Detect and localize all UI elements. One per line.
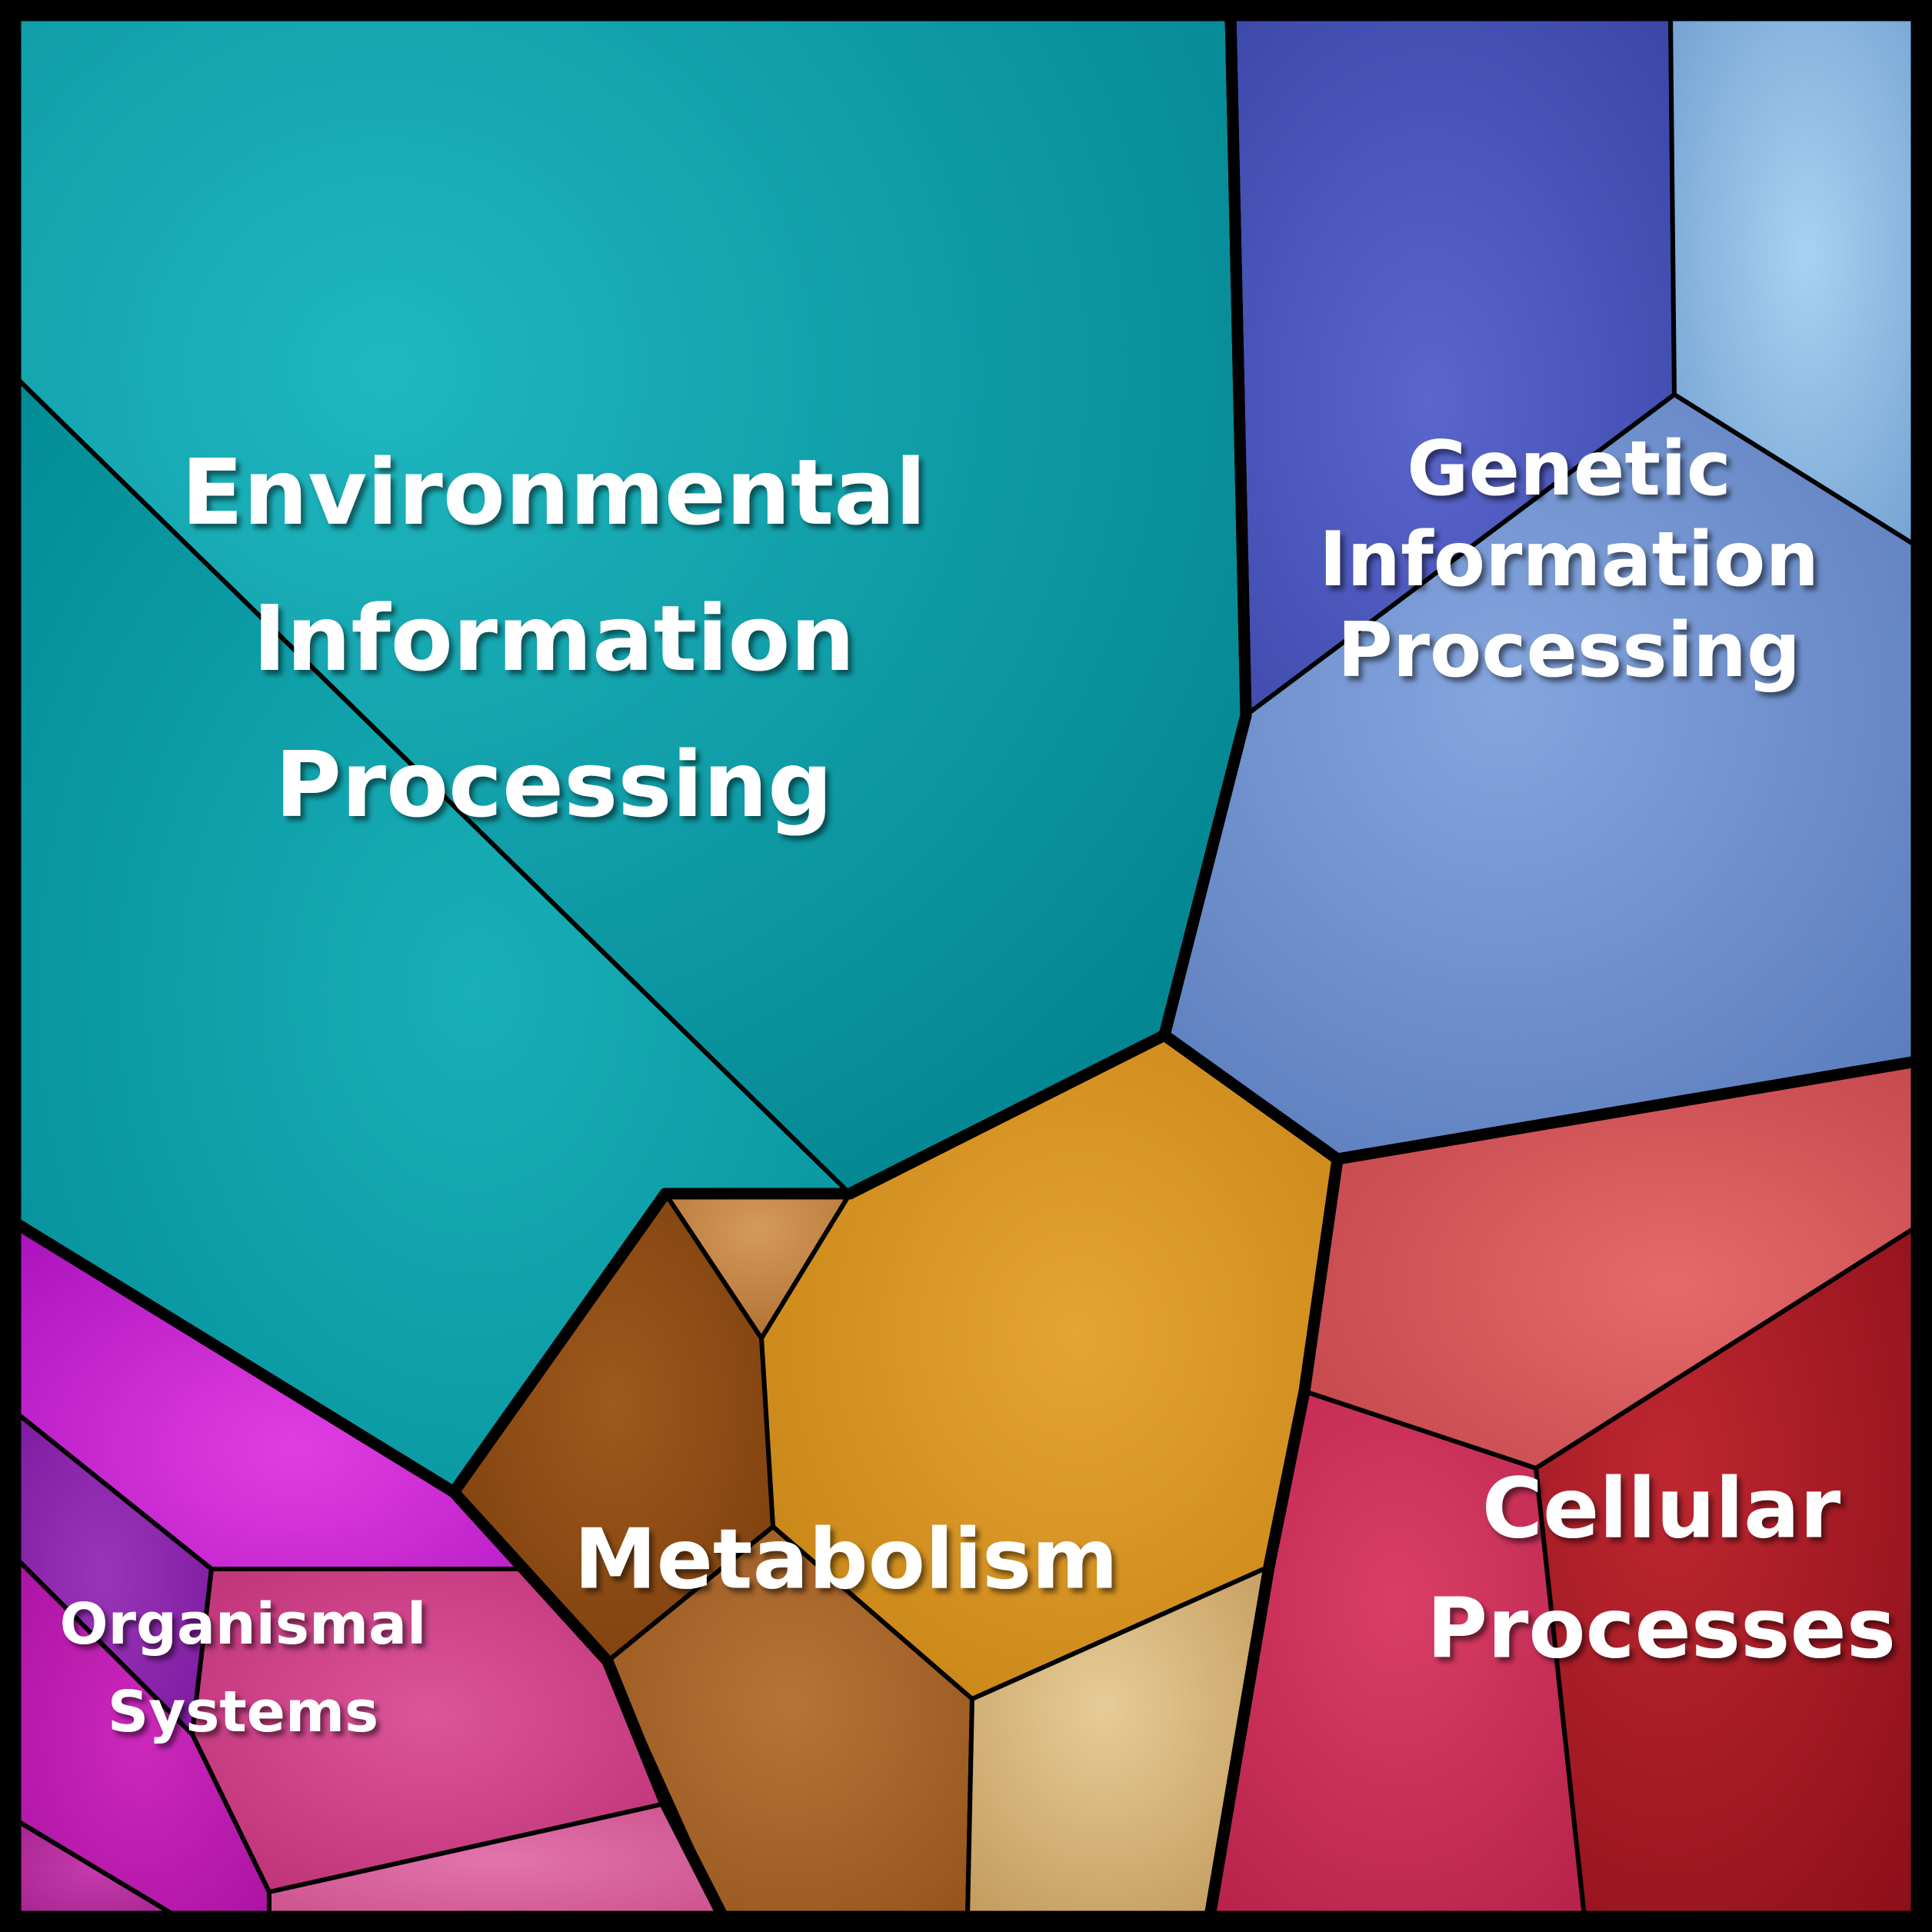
label-environmental-line3: Processing xyxy=(275,731,832,838)
label-organismal-line1: Organismal xyxy=(60,1591,427,1657)
label-cellular-line2: Processes xyxy=(1427,1581,1896,1677)
label-genetic-line2: Information xyxy=(1319,516,1819,604)
label-organismal-line2: Systems xyxy=(108,1679,378,1745)
label-genetic-line1: Genetic xyxy=(1407,425,1731,513)
label-metabolism: Metabolism xyxy=(574,1512,1118,1608)
label-environmental-line2: Information xyxy=(252,585,854,691)
label-cellular-line1: Cellular xyxy=(1482,1461,1841,1557)
region-labels: Environmental Information Processing Gen… xyxy=(60,425,1896,1745)
label-genetic-line3: Processing xyxy=(1337,607,1800,695)
label-environmental-line1: Environmental xyxy=(182,439,927,545)
cells xyxy=(13,13,1919,1919)
